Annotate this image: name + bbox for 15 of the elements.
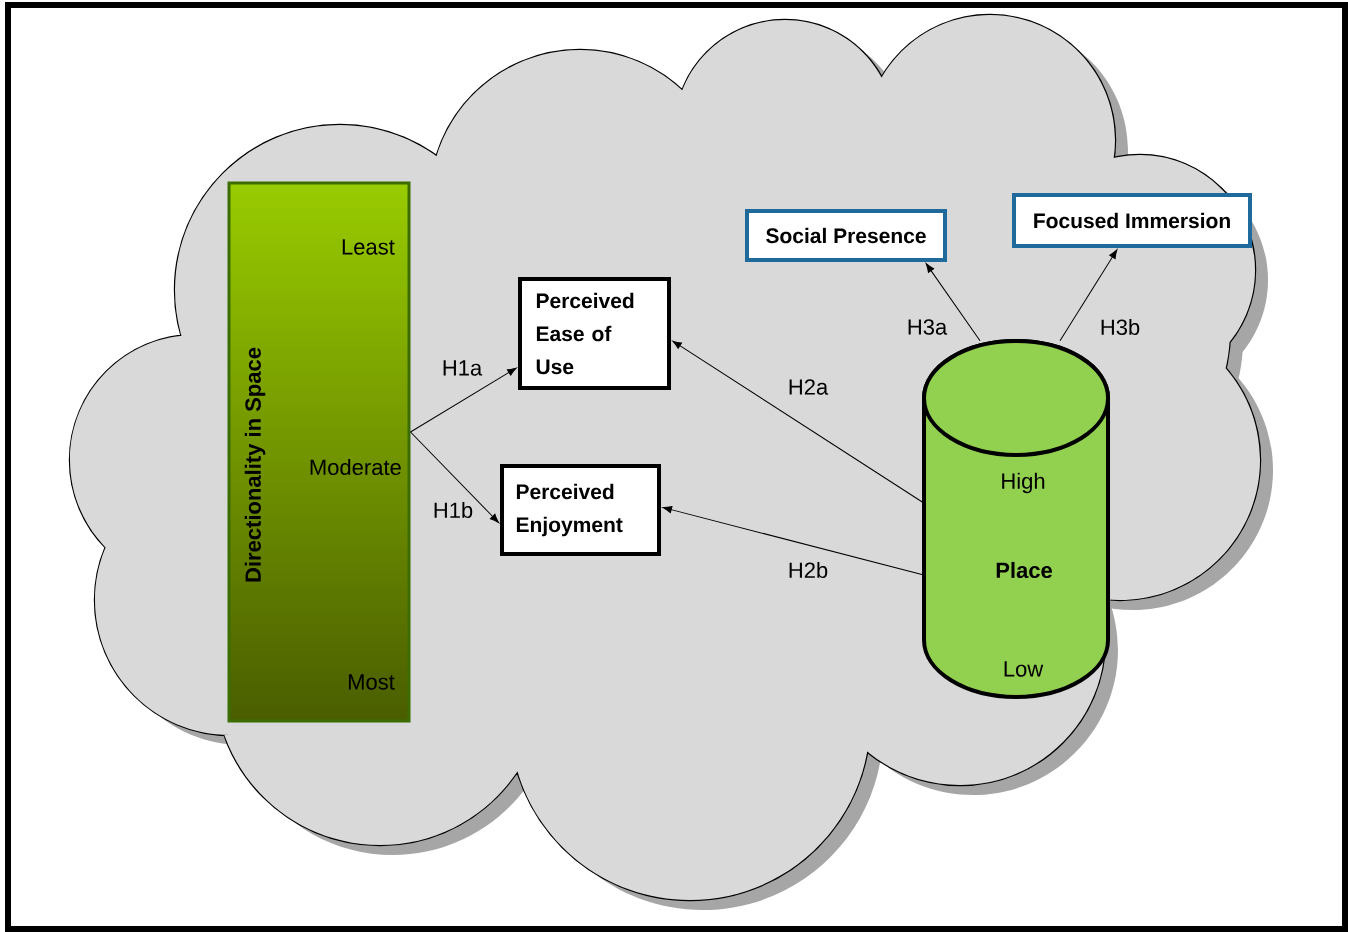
arrow (925, 263, 981, 342)
arrow (410, 431, 500, 523)
edge-label: H2a (785, 377, 831, 397)
construct-box: Social Presence (745, 209, 947, 262)
cylinder: High Place Low (922, 339, 1110, 699)
arrow (1059, 249, 1118, 342)
arrow (410, 367, 517, 433)
arrow (672, 340, 925, 504)
construct-box: Perceived Ease of Use (518, 277, 671, 390)
edge-label: H3a (904, 317, 950, 337)
edge-label: H1a (439, 358, 485, 378)
scale-bar: Directionality in Space Least Moderate Most (227, 181, 411, 723)
construct-box: Perceived Enjoyment (500, 464, 661, 556)
arrow (662, 506, 925, 576)
construct-box: Focused Immersion (1012, 193, 1252, 248)
